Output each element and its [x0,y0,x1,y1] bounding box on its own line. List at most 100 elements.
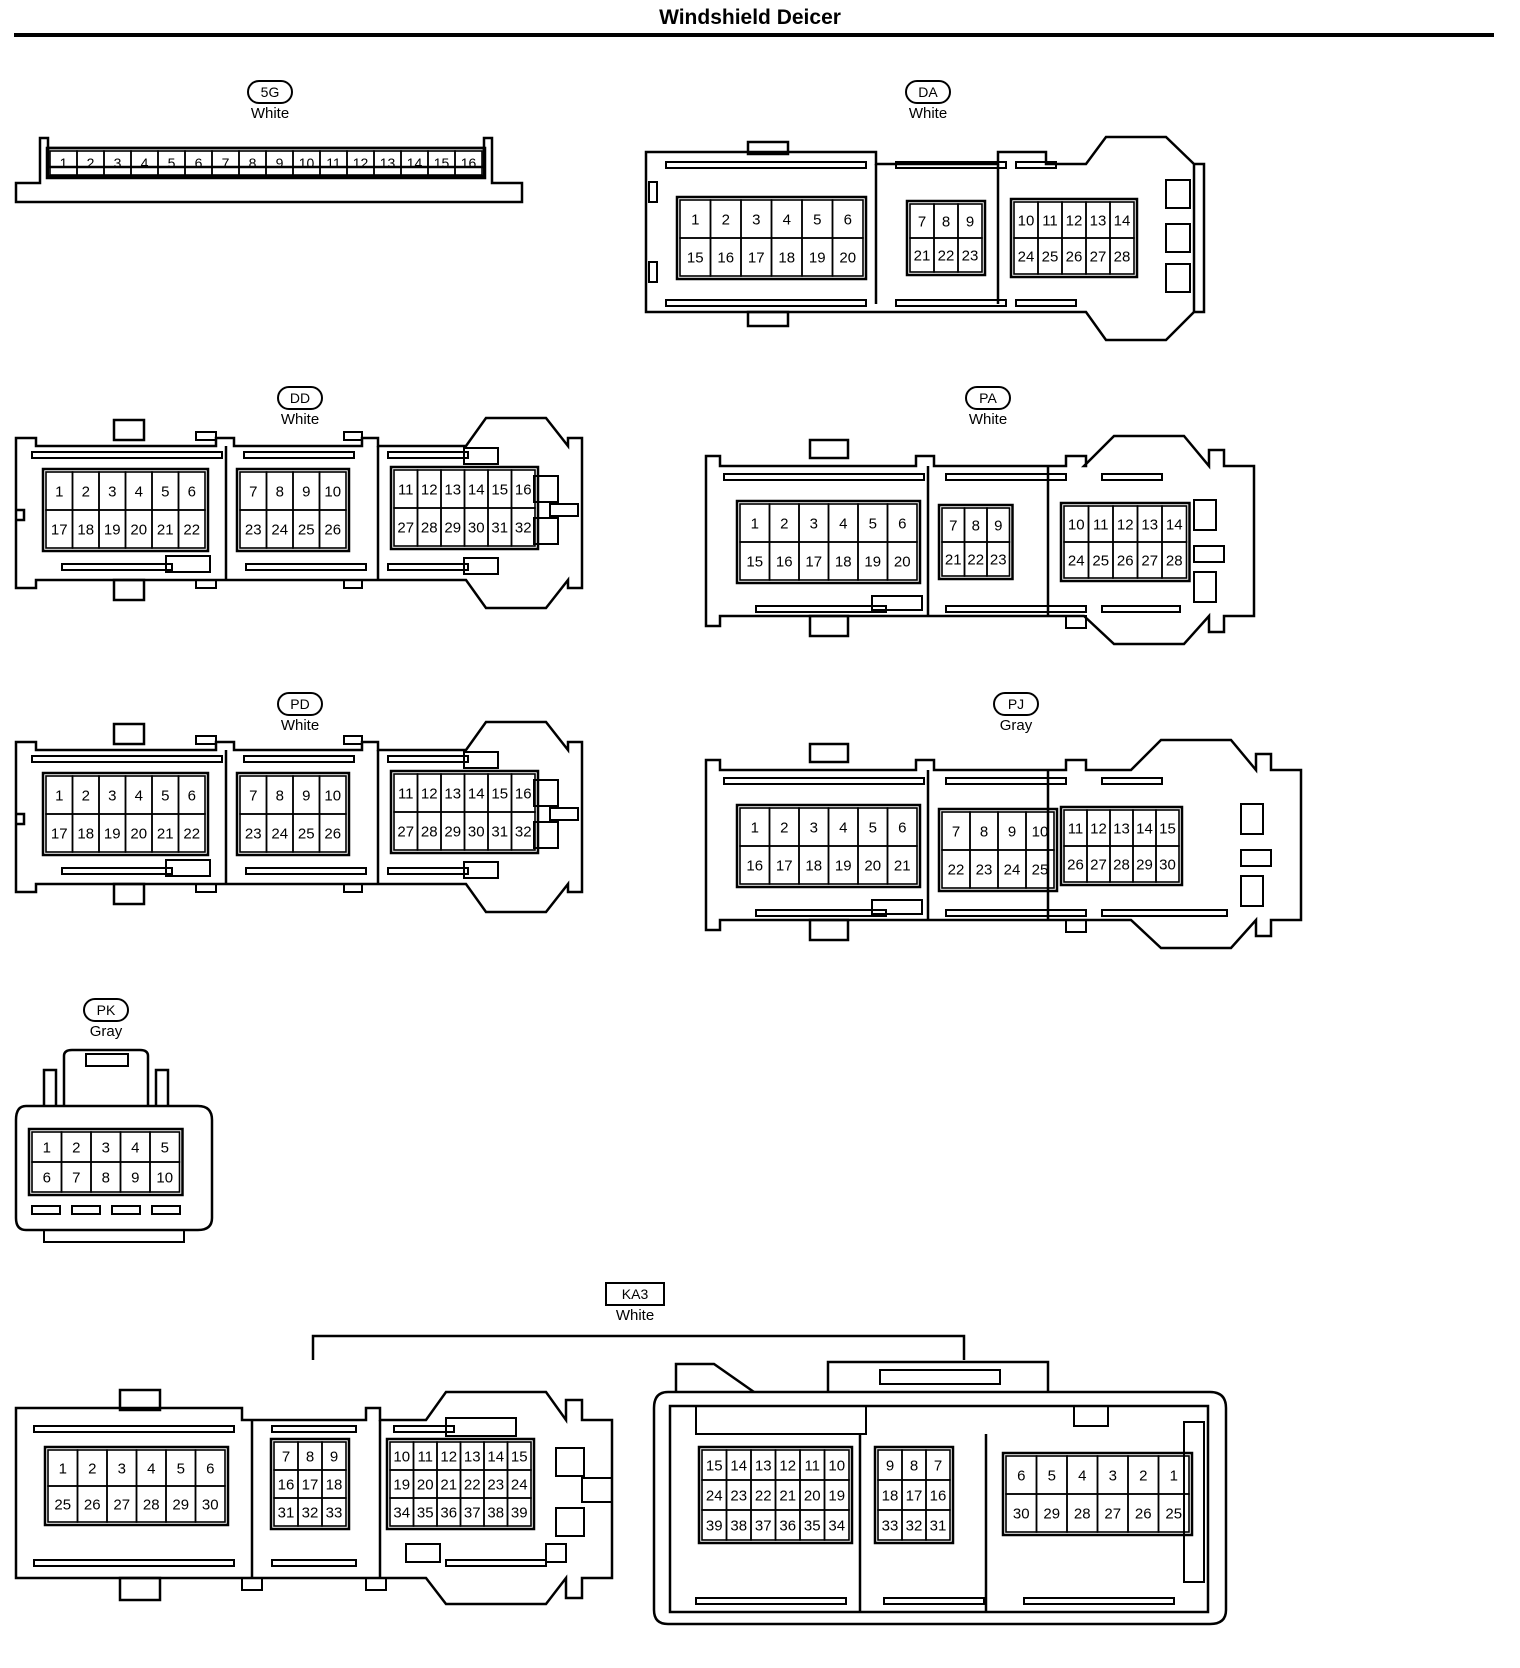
housing-outline [808,742,850,764]
pin-number: 23 [730,1487,747,1504]
pin-block-frame [389,465,540,551]
latch-post [154,1068,170,1106]
pin-number: 2 [72,1139,80,1156]
pin-number: 27 [1141,552,1158,569]
pin-number: 31 [278,1504,295,1521]
pin-number: 23 [245,825,262,842]
pin-number: 12 [440,1448,457,1465]
housing-outline [112,722,146,746]
latch-slot [1015,299,1077,307]
pin-number: 4 [135,787,143,804]
pin-number: 3 [1109,1467,1117,1484]
pin-number: 19 [835,857,852,874]
pin-number: 35 [417,1504,434,1521]
pin-number: 8 [980,823,988,840]
pin-number: 18 [835,553,852,570]
pin-cell [194,1485,226,1523]
housing-outline [343,883,363,893]
pin-cell [986,541,1011,577]
pin-number: 22 [967,551,984,568]
housing-divider [224,750,380,884]
housing-outline [695,1405,867,1435]
pin-number: 10 [1068,516,1085,533]
pin-cell [1109,237,1135,275]
pin-number: 17 [51,521,68,538]
pin-cell [318,813,347,853]
pin-number: 26 [1135,1505,1152,1522]
pin-number: 14 [1166,516,1183,533]
latch-slot [445,1559,547,1567]
pin-number: 13 [444,785,461,802]
pin-number: 19 [809,249,826,266]
pin-number: 27 [397,519,414,536]
pin-number: 9 [994,517,1002,534]
latch-slot [665,161,867,169]
housing-outline [1165,223,1191,253]
pin-number: 15 [434,155,450,171]
housing-outline [871,595,923,611]
housing-outline [195,579,217,589]
connector-id-badge: PA [965,386,1011,410]
pin-number: 4 [135,483,143,500]
pin-number: 22 [938,247,955,264]
connector-label-dd: DD White [220,386,380,430]
pin-number: 4 [1078,1467,1086,1484]
housing-outline [1065,919,1087,933]
latch-slot [61,867,173,875]
housing-outline [581,1477,613,1503]
pin-number: 32 [515,823,532,840]
pin-number: 16 [746,857,763,874]
latch-slot [1101,777,1163,785]
pin-cell [506,1497,532,1527]
pin-number: 20 [130,825,147,842]
pin-number: 2 [780,515,788,532]
pin-number: 11 [1093,516,1109,533]
pin-number: 36 [779,1517,796,1534]
pin-number: 30 [468,519,485,536]
housing-outline [648,261,658,283]
housing-outline [1165,263,1191,293]
housing-outline [1240,803,1264,835]
housing-outline [704,434,1256,646]
pin-number: 9 [276,155,284,171]
housing-outline [112,882,146,906]
pin-number: 20 [130,521,147,538]
latch-slot [755,909,887,917]
pin-number: 28 [1166,552,1183,569]
pin-number: 21 [894,857,911,874]
pin-number: 31 [930,1517,947,1534]
housing-outline [14,136,524,204]
pin-number: 16 [515,481,532,498]
pin-block-frame [389,769,540,855]
latch-slot [1101,605,1181,613]
housing-outline [195,735,217,745]
pin-number: 7 [918,213,926,230]
pin-number: 7 [249,483,257,500]
pin-number: 2 [87,155,95,171]
pin-number: 13 [444,481,461,498]
pin-number: 25 [1042,248,1059,265]
pin-cell [510,507,536,547]
pin-number: 9 [131,1169,139,1186]
latch-slot [245,563,367,571]
pin-number: 24 [271,521,288,538]
pin-number: 3 [108,787,116,804]
pin-number: 1 [1170,1467,1178,1484]
connector-color: White [280,717,320,734]
pin-number: 38 [730,1517,747,1534]
pin-block-frame [905,199,987,277]
pin-number: 35 [804,1517,821,1534]
housing-outline [652,1390,1228,1626]
latch-slot [945,909,1087,917]
pin-number: 1 [43,1139,51,1156]
pin-number: 4 [147,1460,155,1477]
pin-cell [1155,845,1180,883]
pin-number: 6 [1017,1467,1025,1484]
latch-post [42,1068,58,1106]
pin-number: 24 [1018,248,1035,265]
pin-cell [957,237,983,273]
pin-number: 29 [444,823,461,840]
pin-number: 10 [393,1448,410,1465]
housing-outline [1193,499,1217,531]
